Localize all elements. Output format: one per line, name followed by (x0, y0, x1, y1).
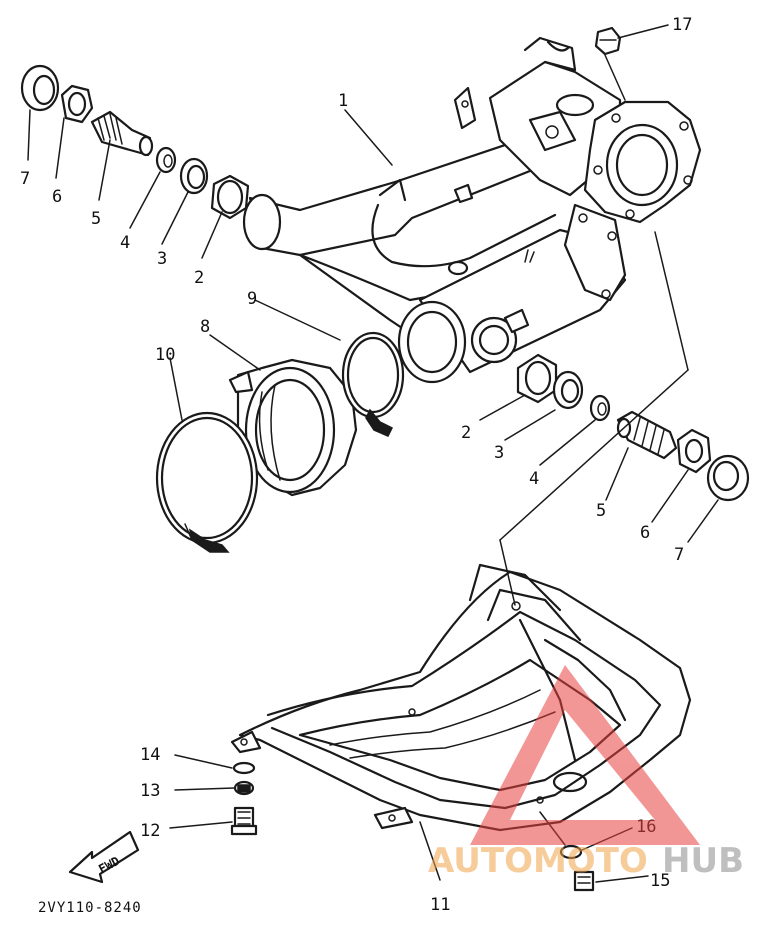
fasteners-right (559, 844, 595, 892)
callout-14: 14 (140, 745, 160, 765)
callout-left-5: 5 (91, 209, 101, 229)
guard-part-11 (230, 563, 692, 832)
fasteners-left (230, 761, 258, 836)
callout-17: 17 (672, 15, 692, 35)
diagram-code: 2VY110-8240 (38, 900, 142, 916)
watermark-triangle-icon (470, 665, 700, 845)
callout-right-7: 7 (674, 545, 684, 565)
callout-9: 9 (247, 289, 257, 309)
right-bearing-stack (516, 353, 750, 502)
callout-12: 12 (140, 821, 160, 841)
callout-right-2: 2 (461, 423, 471, 443)
callout-13: 13 (140, 781, 160, 801)
watermark-text-automoto: AUTOMOTO (428, 841, 648, 881)
swingarm-part (242, 36, 702, 384)
callout-8: 8 (200, 317, 210, 337)
callout-right-6: 6 (640, 523, 650, 543)
callout-left-2: 2 (194, 268, 204, 288)
clamp-part-10 (155, 411, 259, 553)
watermark-text-hub: HUB (662, 841, 744, 881)
watermark-logo: AUTOMOTO HUB (428, 665, 744, 881)
callout-right-4: 4 (529, 469, 539, 489)
callout-left-7: 7 (20, 169, 30, 189)
callout-11: 11 (430, 895, 450, 915)
band-part-9 (341, 331, 405, 437)
callout-left-3: 3 (157, 249, 167, 269)
callout-15: 15 (650, 871, 670, 891)
fwd-arrow: FWD (68, 830, 140, 884)
nut-part-17 (594, 24, 669, 101)
callout-1: 1 (338, 91, 348, 111)
callout-left-4: 4 (120, 233, 130, 253)
boot-part-8 (228, 358, 358, 497)
callout-right-3: 3 (494, 443, 504, 463)
callout-left-6: 6 (52, 187, 62, 207)
callout-right-5: 5 (596, 501, 606, 521)
left-bearing-stack (20, 64, 250, 220)
callout-10: 10 (155, 345, 175, 365)
